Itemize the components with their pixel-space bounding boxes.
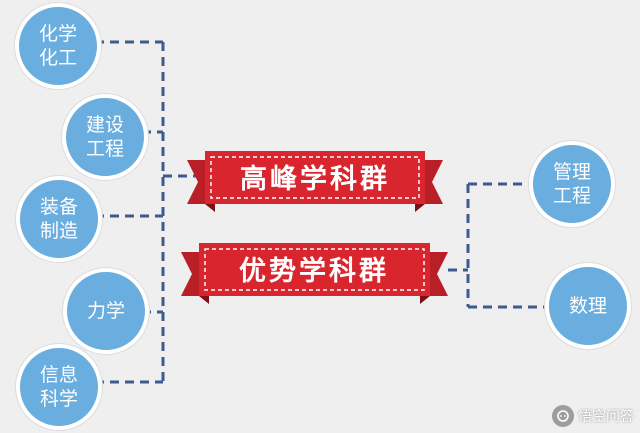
node-construction-engineering: 建设 工程	[62, 94, 148, 180]
banner-peak-label: 高峰学科群	[240, 163, 390, 195]
node-mathematics-physics: 数理	[545, 263, 631, 349]
banner-advantage-disciplines: 优势学科群	[181, 243, 448, 304]
banner-advantage-label: 优势学科群	[239, 255, 389, 287]
banner-peak-disciplines: 高峰学科群	[187, 151, 443, 212]
node-management-engineering: 管理 工程	[529, 141, 615, 227]
node-chemistry-chemical-engineering: 化学 化工	[15, 3, 101, 89]
watermark: 悟空问答	[552, 405, 634, 427]
node-information-science: 信息 科学	[16, 344, 102, 430]
node-equipment-manufacturing: 装备 制造	[16, 176, 102, 262]
chat-bubble-icon	[552, 405, 574, 427]
watermark-text: 悟空问答	[578, 409, 634, 425]
node-mechanics: 力学	[63, 268, 149, 354]
